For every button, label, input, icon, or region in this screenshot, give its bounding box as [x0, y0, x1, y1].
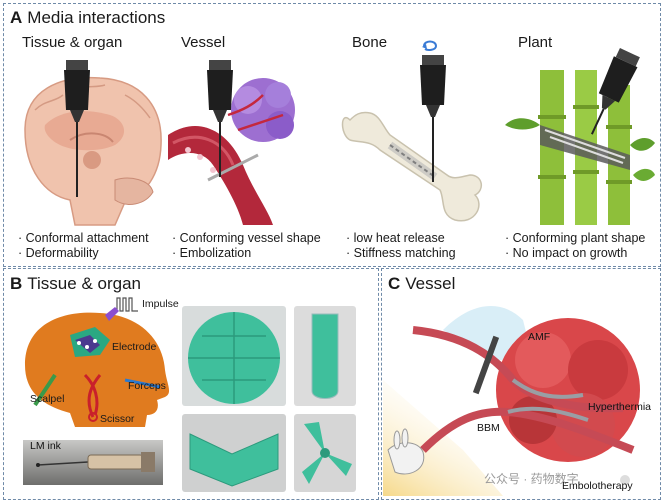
label-electrode: Electrode: [112, 341, 157, 353]
panel-b-tissue-organ: [3, 268, 379, 500]
impulse-icon: [114, 297, 138, 312]
device-probe-vessel: [207, 60, 233, 177]
rotate-arrow-icon: [422, 40, 438, 51]
device-probe-plant: [590, 47, 640, 135]
gel-bracket-photo: [182, 414, 286, 492]
label-hyperthermia: Hyperthermia: [588, 401, 652, 413]
column-label-bone: Bone: [352, 34, 388, 51]
panel-a-media-interactions: [3, 3, 661, 267]
bullet-bone-1: · low heat release: [346, 231, 445, 245]
label-embolotherapy: Embolotherapy: [562, 480, 633, 492]
label-amf: AMF: [528, 331, 551, 343]
label-scalpel: Scalpel: [30, 393, 65, 405]
panel-a-title-text: Media interactions: [27, 8, 166, 27]
device-probe-bone: [420, 55, 446, 182]
tumor-embolization-illustration: [383, 306, 640, 496]
column-label-vessel: Vessel: [181, 34, 226, 51]
syringe-photo: [23, 440, 163, 485]
gel-propeller-photo: [294, 414, 356, 492]
bullet-plant-2: · No impact on growth: [505, 246, 628, 260]
device-probe-tissue: [64, 60, 90, 197]
bullet-vessel-1: · Conforming vessel shape: [172, 231, 321, 245]
label-forceps: Forceps: [128, 380, 166, 392]
bone-illustration: [341, 111, 482, 222]
column-label-tissue: Tissue & organ: [22, 34, 123, 51]
gel-disc-photo: [182, 306, 286, 406]
label-bbm: BBM: [477, 422, 500, 434]
gel-tube-photo: [294, 306, 356, 406]
bullet-bone-2: · Stiffness matching: [346, 246, 456, 260]
label-scissor: Scissor: [100, 413, 135, 425]
bullet-tissue-1: · Conformal attachment: [18, 231, 149, 245]
panel-c-letter: C: [388, 274, 401, 293]
brain-illustration: [24, 76, 162, 226]
vessel-illustration: [168, 78, 295, 225]
watermark-text: 公众号 · 药物数字: [484, 472, 579, 486]
panel-b-letter: B: [10, 274, 23, 293]
head-illustration: [25, 307, 170, 427]
label-lm-ink: LM ink: [30, 440, 61, 452]
bamboo-illustration: [505, 70, 655, 225]
column-label-plant: Plant: [518, 34, 553, 51]
panel-c-title-text: Vessel: [405, 274, 456, 293]
panel-c-vessel: [381, 268, 661, 500]
panel-a-letter: A: [10, 8, 23, 27]
panel-b-title-text: Tissue & organ: [27, 274, 141, 293]
bullet-plant-1: · Conforming plant shape: [505, 231, 646, 245]
label-impulse: Impulse: [142, 298, 179, 310]
bullet-vessel-2: · Embolization: [172, 246, 252, 260]
bullet-tissue-2: · Deformability: [18, 246, 99, 260]
